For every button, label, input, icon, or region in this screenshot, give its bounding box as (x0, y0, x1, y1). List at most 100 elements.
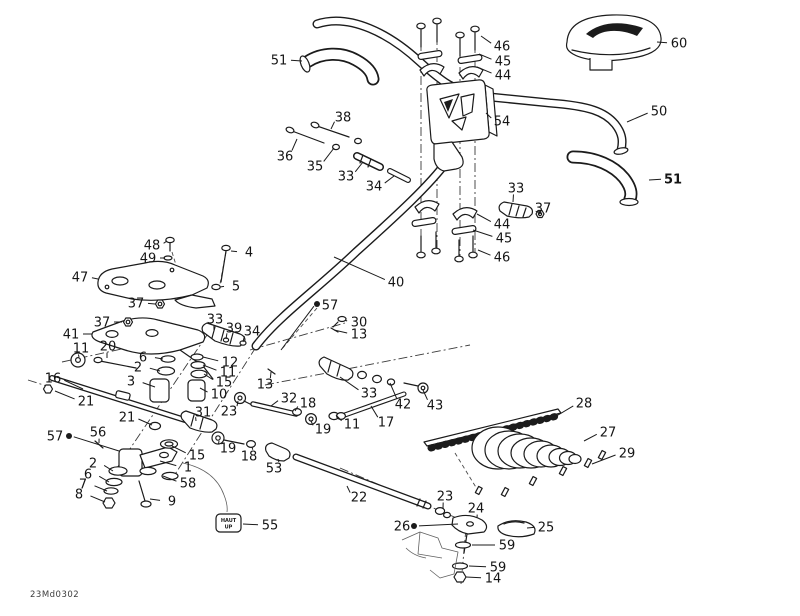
part-callout-23: 23 (221, 405, 238, 420)
leader-line-48 (163, 240, 168, 244)
lubricant-marker-icon (411, 523, 417, 529)
part-callout-33: 33 (361, 387, 378, 402)
left-handlebar-grip (299, 47, 380, 86)
leader-line-2 (103, 465, 114, 472)
leader-line-47 (91, 277, 99, 280)
part-callout-60: 60 (671, 37, 688, 52)
leader-line-60 (656, 41, 668, 44)
leader-line-19 (310, 420, 314, 426)
leader-line-57 (73, 436, 120, 452)
leader-line-37 (147, 302, 156, 305)
leader-line-18 (251, 446, 254, 450)
part-callout-22: 22 (351, 491, 368, 506)
leader-line-18 (294, 406, 299, 412)
part-callout-37: 37 (128, 297, 145, 312)
leader-line-16 (64, 379, 84, 390)
leader-line-11 (202, 364, 217, 371)
leader-line-8 (90, 495, 106, 503)
leader-line-43 (422, 389, 428, 401)
part-callout-4: 4 (245, 246, 253, 261)
leader-line-9 (149, 498, 161, 501)
part-callout-57: 57 (322, 299, 339, 314)
leader-line-14 (465, 576, 482, 579)
part-callout-43: 43 (427, 399, 444, 414)
handlebar-riser-pad (426, 79, 498, 172)
leader-line-3 (142, 382, 156, 388)
part-callout-20: 20 (100, 340, 117, 355)
riser-clamp-hardware-top (416, 17, 484, 80)
leader-line-40 (333, 256, 386, 280)
lower-bracket-assembly (94, 439, 228, 513)
part-callout-10: 10 (211, 388, 228, 403)
leader-line-53 (277, 458, 280, 463)
part-callout-16: 16 (45, 372, 62, 387)
leader-line-2 (149, 367, 161, 372)
leader-line-15 (203, 373, 214, 380)
part-callout-17: 17 (378, 416, 395, 431)
leader-line-17 (370, 405, 379, 418)
handlebar-cover (565, 14, 662, 71)
leader-line-11 (335, 414, 342, 422)
part-callout-13: 13 (257, 378, 274, 393)
leader-line-39 (225, 333, 228, 340)
part-callout-34: 34 (244, 325, 261, 340)
part-callout-51: 51 (271, 54, 288, 69)
leader-line-6 (154, 357, 164, 360)
leader-line-59 (468, 565, 487, 568)
leader-line-4 (230, 250, 238, 253)
steering-arm-center (180, 391, 253, 433)
part-callout-8: 8 (75, 488, 83, 503)
leader-line-38 (330, 121, 335, 130)
part-callout-34: 34 (366, 180, 383, 195)
leader-line-34 (384, 175, 395, 184)
part-callout-2: 2 (134, 361, 142, 376)
leader-line-50 (626, 112, 648, 123)
part-callout-40: 40 (388, 276, 405, 291)
part-callout-36: 36 (277, 150, 294, 165)
leader-line-29 (591, 454, 616, 465)
part-callout-33: 33 (338, 170, 355, 185)
part-callout-2: 2 (89, 457, 97, 472)
spring-assembly (423, 408, 607, 498)
leader-line-6 (98, 475, 110, 483)
clamp-block-right (498, 201, 545, 219)
part-callout-31: 31 (195, 406, 212, 421)
leader-line-46 (480, 35, 492, 44)
part-callout-21: 21 (78, 395, 95, 410)
leader-line-51 (290, 59, 303, 62)
leader-line-15 (171, 445, 186, 454)
part-callout-47: 47 (72, 271, 89, 286)
leader-line-21 (54, 390, 75, 400)
leader-line-28 (547, 405, 574, 422)
part-callout-35: 35 (307, 160, 324, 175)
leader-line-26 (418, 523, 459, 527)
part-callout-15: 15 (216, 376, 233, 391)
part-callout-51: 51 (664, 173, 682, 188)
part-callout-11: 11 (73, 342, 90, 357)
part-callout-14: 14 (485, 572, 502, 587)
part-callout-6: 6 (139, 351, 147, 366)
lubricant-marker-icon (314, 301, 320, 307)
leader-line-10 (199, 387, 208, 393)
part-callout-26: 26 (394, 520, 411, 535)
tie-rod-22-assembly (211, 431, 488, 554)
leader-line-27 (583, 433, 597, 442)
part-callout-54: 54 (494, 115, 511, 130)
part-callout-30: 30 (351, 316, 368, 331)
part-callout-19: 19 (220, 442, 237, 457)
leader-line-35 (323, 147, 335, 162)
column-bushing-stacks (70, 352, 208, 403)
spindle-hardware (451, 520, 536, 583)
part-callout-56: 56 (90, 426, 107, 441)
leader-line-12 (202, 356, 219, 362)
leader-line-22 (346, 485, 351, 493)
leader-line-57 (280, 305, 315, 351)
leader-line-13 (269, 371, 272, 379)
part-callout-23: 23 (437, 490, 454, 505)
leader-line-45 (478, 53, 492, 60)
part-callout-49: 49 (140, 252, 157, 267)
part-callout-37: 37 (535, 202, 552, 217)
